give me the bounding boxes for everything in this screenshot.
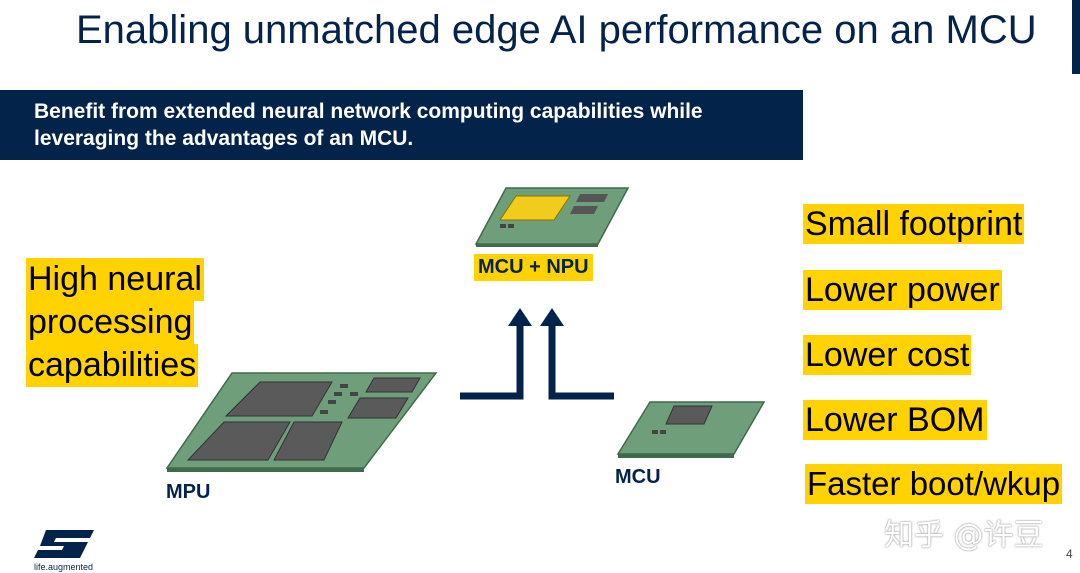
title-accent-bar [1072,0,1080,74]
page-number: 4 [1066,547,1073,561]
mpu-chip-graphic [165,372,438,472]
left-line-2: processing [26,301,195,344]
logo-tagline: life.augmented [34,562,94,572]
watermark: 知乎 @许豆 [884,518,1044,553]
benefit-lower-bom: Lower BOM [803,400,987,440]
mpu-capability-text: High neural processing capabilities [26,258,204,387]
mcu-label: MCU [615,466,661,488]
benefit-lower-cost: Lower cost [803,335,972,375]
upward-arrows-icon [460,308,614,400]
benefit-faster-boot: Faster boot/wkup [805,464,1063,504]
banner: Benefit from extended neural network com… [0,90,803,160]
left-line-3: capabilities [26,344,199,387]
left-line-1: High neural [26,258,204,301]
banner-line-2: leveraging the advantages of an MCU. [34,127,414,150]
mcu-chip-graphic [616,401,766,458]
banner-line-1: Benefit from extended neural network com… [34,100,703,123]
mpu-label: MPU [166,481,211,503]
benefit-small-footprint: Small footprint [803,204,1025,244]
benefit-lower-power: Lower power [803,270,1002,310]
slide-title: Enabling unmatched edge AI performance o… [76,8,1037,52]
mcu-npu-chip-graphic [474,187,630,247]
st-logo-icon [34,530,94,558]
mcu-npu-label: MCU + NPU [474,254,593,281]
